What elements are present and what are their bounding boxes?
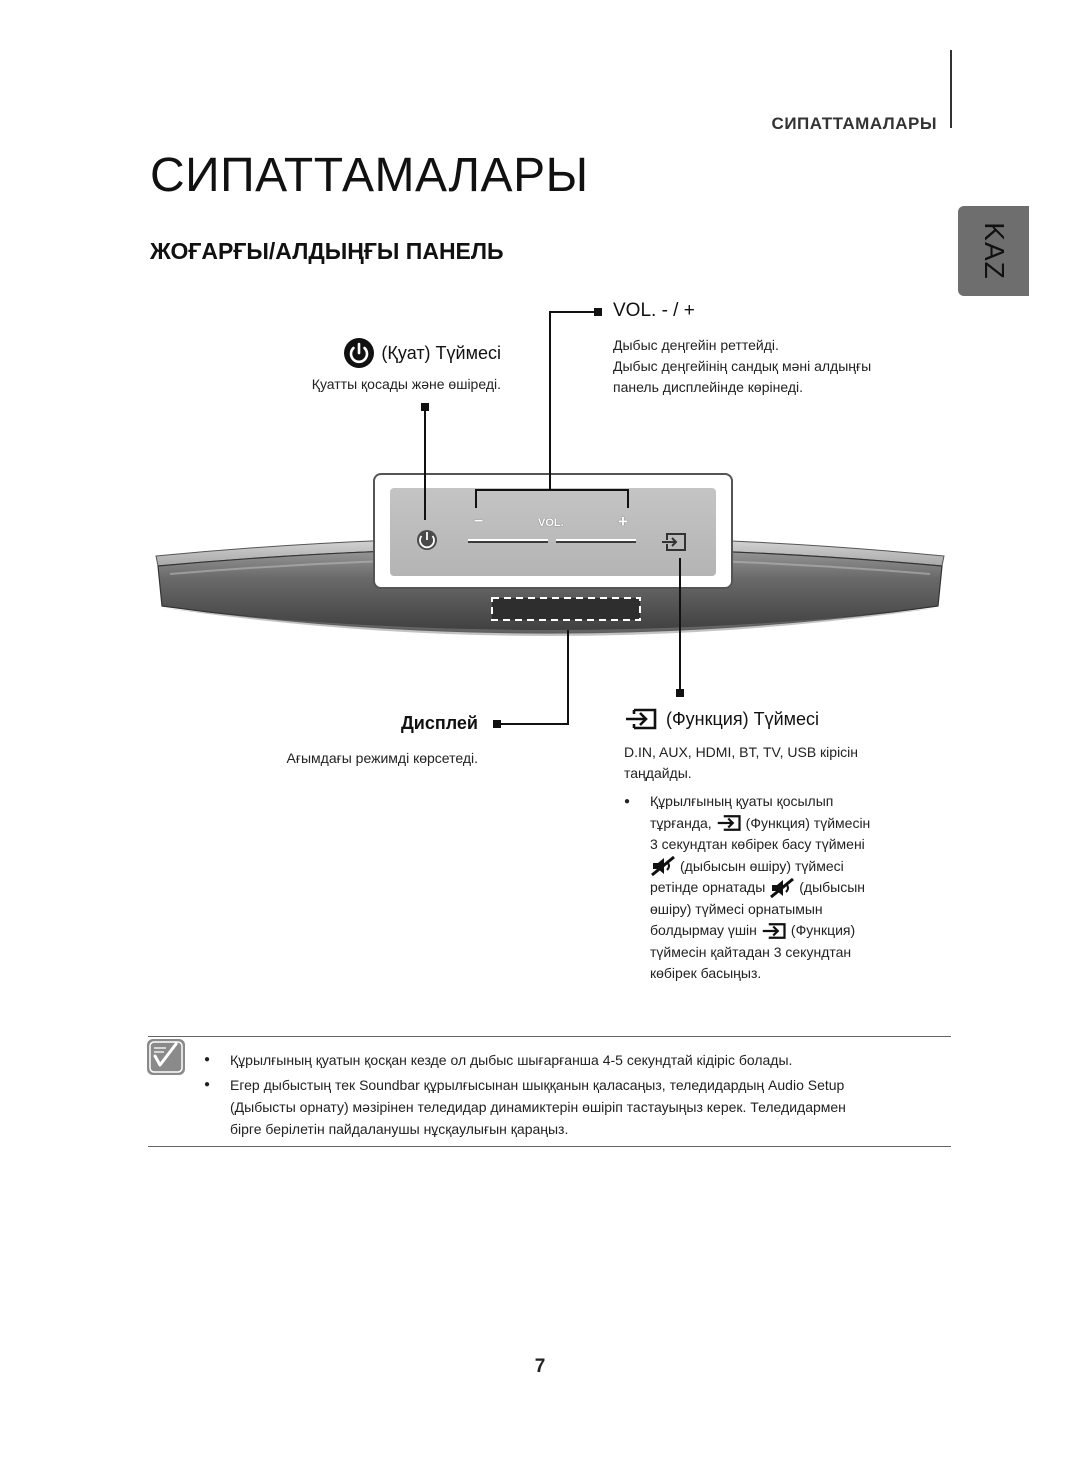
bullet-text-4: (дыбысын өшіру) түймесі [680,857,844,874]
note-rule-top [148,1036,951,1037]
panel-vol-label: VOL. [538,517,564,529]
function-callout-line [679,558,681,692]
vol-description: Дыбыс деңгейін реттейді. Дыбыс деңгейіні… [613,335,871,398]
display-description: Ағымдағы режимді көрсетеді. [286,750,478,766]
power-callout-marker [421,403,429,411]
panel-plus-label: + [618,512,628,531]
function-bullet-line-1: ● Құрылғының қуаты қосылып [612,791,912,813]
header-rule [950,50,952,128]
note-item: Құрылғының қуатын қосқан кезде ол дыбыс … [196,1049,936,1071]
language-tab: KAZ [958,206,1029,296]
bullet-text-3: 3 секундтан көбірек басу түймені [650,836,865,852]
bullet-text-1: Құрылғының қуаты қосылып [650,793,834,809]
display-label: Дисплей [400,713,478,733]
display-callout-line-h [500,723,569,725]
display-callout-line [567,630,569,725]
function-bullet-line-6: өшіру) түймесі орнатымын [612,899,912,921]
bullet-text-2b: (Функция) түймесін [745,814,871,831]
bullet-text-8: түймесін қайтадан 3 секундтан [650,943,852,960]
bullet-text-7b: (Функция) [790,922,856,938]
vol-desc-line-3: панель дисплейінде көрінеді. [613,379,803,395]
bullet-text-7a: болдырмау үшін [650,922,757,938]
function-label: (Функция) Түймесі [624,707,819,731]
function-icon-inline-2 [762,922,786,939]
mute-icon [651,856,675,877]
language-tab-label: KAZ [978,222,1010,280]
function-icon [626,708,657,730]
function-bullet: ● Құрылғының қуаты қосылып тұрғанда, (Фу… [612,791,912,985]
vol-callout-line-h [549,311,595,313]
function-bullet-line-9: көбірек басыңыз. [612,963,912,985]
bullet-text-6: өшіру) түймесі орнатымын [650,900,823,917]
note-item: Егер дыбыстың тек Soundbar құрылғысынан … [196,1074,936,1140]
power-icon [344,338,375,368]
note-icon [147,1039,185,1075]
function-bullet-line-7: болдырмау үшін (Функция) [612,920,912,942]
bullet-text-9: көбірек басыңыз. [650,965,762,981]
bullet-dot: ● [624,796,631,807]
vol-label: VOL. - / + [613,300,695,321]
function-desc-line-2: таңдайды. [624,765,692,781]
function-bullet-line-4: (дыбысын өшіру) түймесі [612,856,912,878]
function-icon-inline [717,815,741,832]
note-item-line-3: бірге берілетін пайдаланушы нұсқаулығын … [230,1121,569,1137]
display-callout-marker [493,720,501,728]
panel-minus-label: − [474,513,484,530]
vol-desc-line-1: Дыбыс деңгейін реттейді. [613,337,779,353]
soundbar-illustration [155,473,945,636]
mute-icon-inline [770,877,795,898]
bullet-text-5a: ретінде орнатады [650,879,766,895]
power-callout-line [424,410,426,520]
function-label-text: (Функция) Түймесі [666,708,820,729]
vol-desc-line-2: Дыбыс деңгейінің сандық мәні алдыңғы [613,358,872,374]
bullet-text-5b: (дыбысын [799,879,866,895]
function-callout-marker [676,689,684,697]
notes-list: Құрылғының қуатын қосқан кезде ол дыбыс … [196,1049,936,1140]
section-title: ЖОҒАРҒЫ/АЛДЫҢҒЫ ПАНЕЛЬ [150,238,504,264]
note-item-line-2: (Дыбысты орнату) мәзірінен теледидар дин… [230,1099,846,1115]
vol-callout-marker [594,308,602,316]
note-item-line-1: Егер дыбыстың тек Soundbar құрылғысынан … [230,1077,845,1093]
function-bullet-line-2: тұрғанда, (Функция) түймесін [612,813,912,835]
function-description: D.IN, AUX, HDMI, BT, TV, USB кірісін таң… [624,742,858,784]
section-header: СИПАТТАМАЛАРЫ [771,114,937,133]
page-number: 7 [534,1356,546,1377]
note-rule-bottom [148,1146,951,1147]
page-title: СИПАТТАМАЛАРЫ [150,149,589,202]
function-bullet-line-3: 3 секундтан көбірек басу түймені [612,834,912,856]
vol-callout-line [549,311,551,491]
function-desc-line-1: D.IN, AUX, HDMI, BT, TV, USB кірісін [624,744,859,760]
function-bullet-line-5: ретінде орнатады (дыбысын [612,877,912,899]
function-bullet-line-8: түймесін қайтадан 3 секундтан [612,942,912,964]
bullet-text-2a: тұрғанда, [650,814,712,831]
power-label-text: (Қуат) Түймесі [381,342,501,363]
power-description: Қуатты қосады және өшіреді. [311,376,501,392]
power-label: (Қуат) Түймесі [343,337,501,369]
